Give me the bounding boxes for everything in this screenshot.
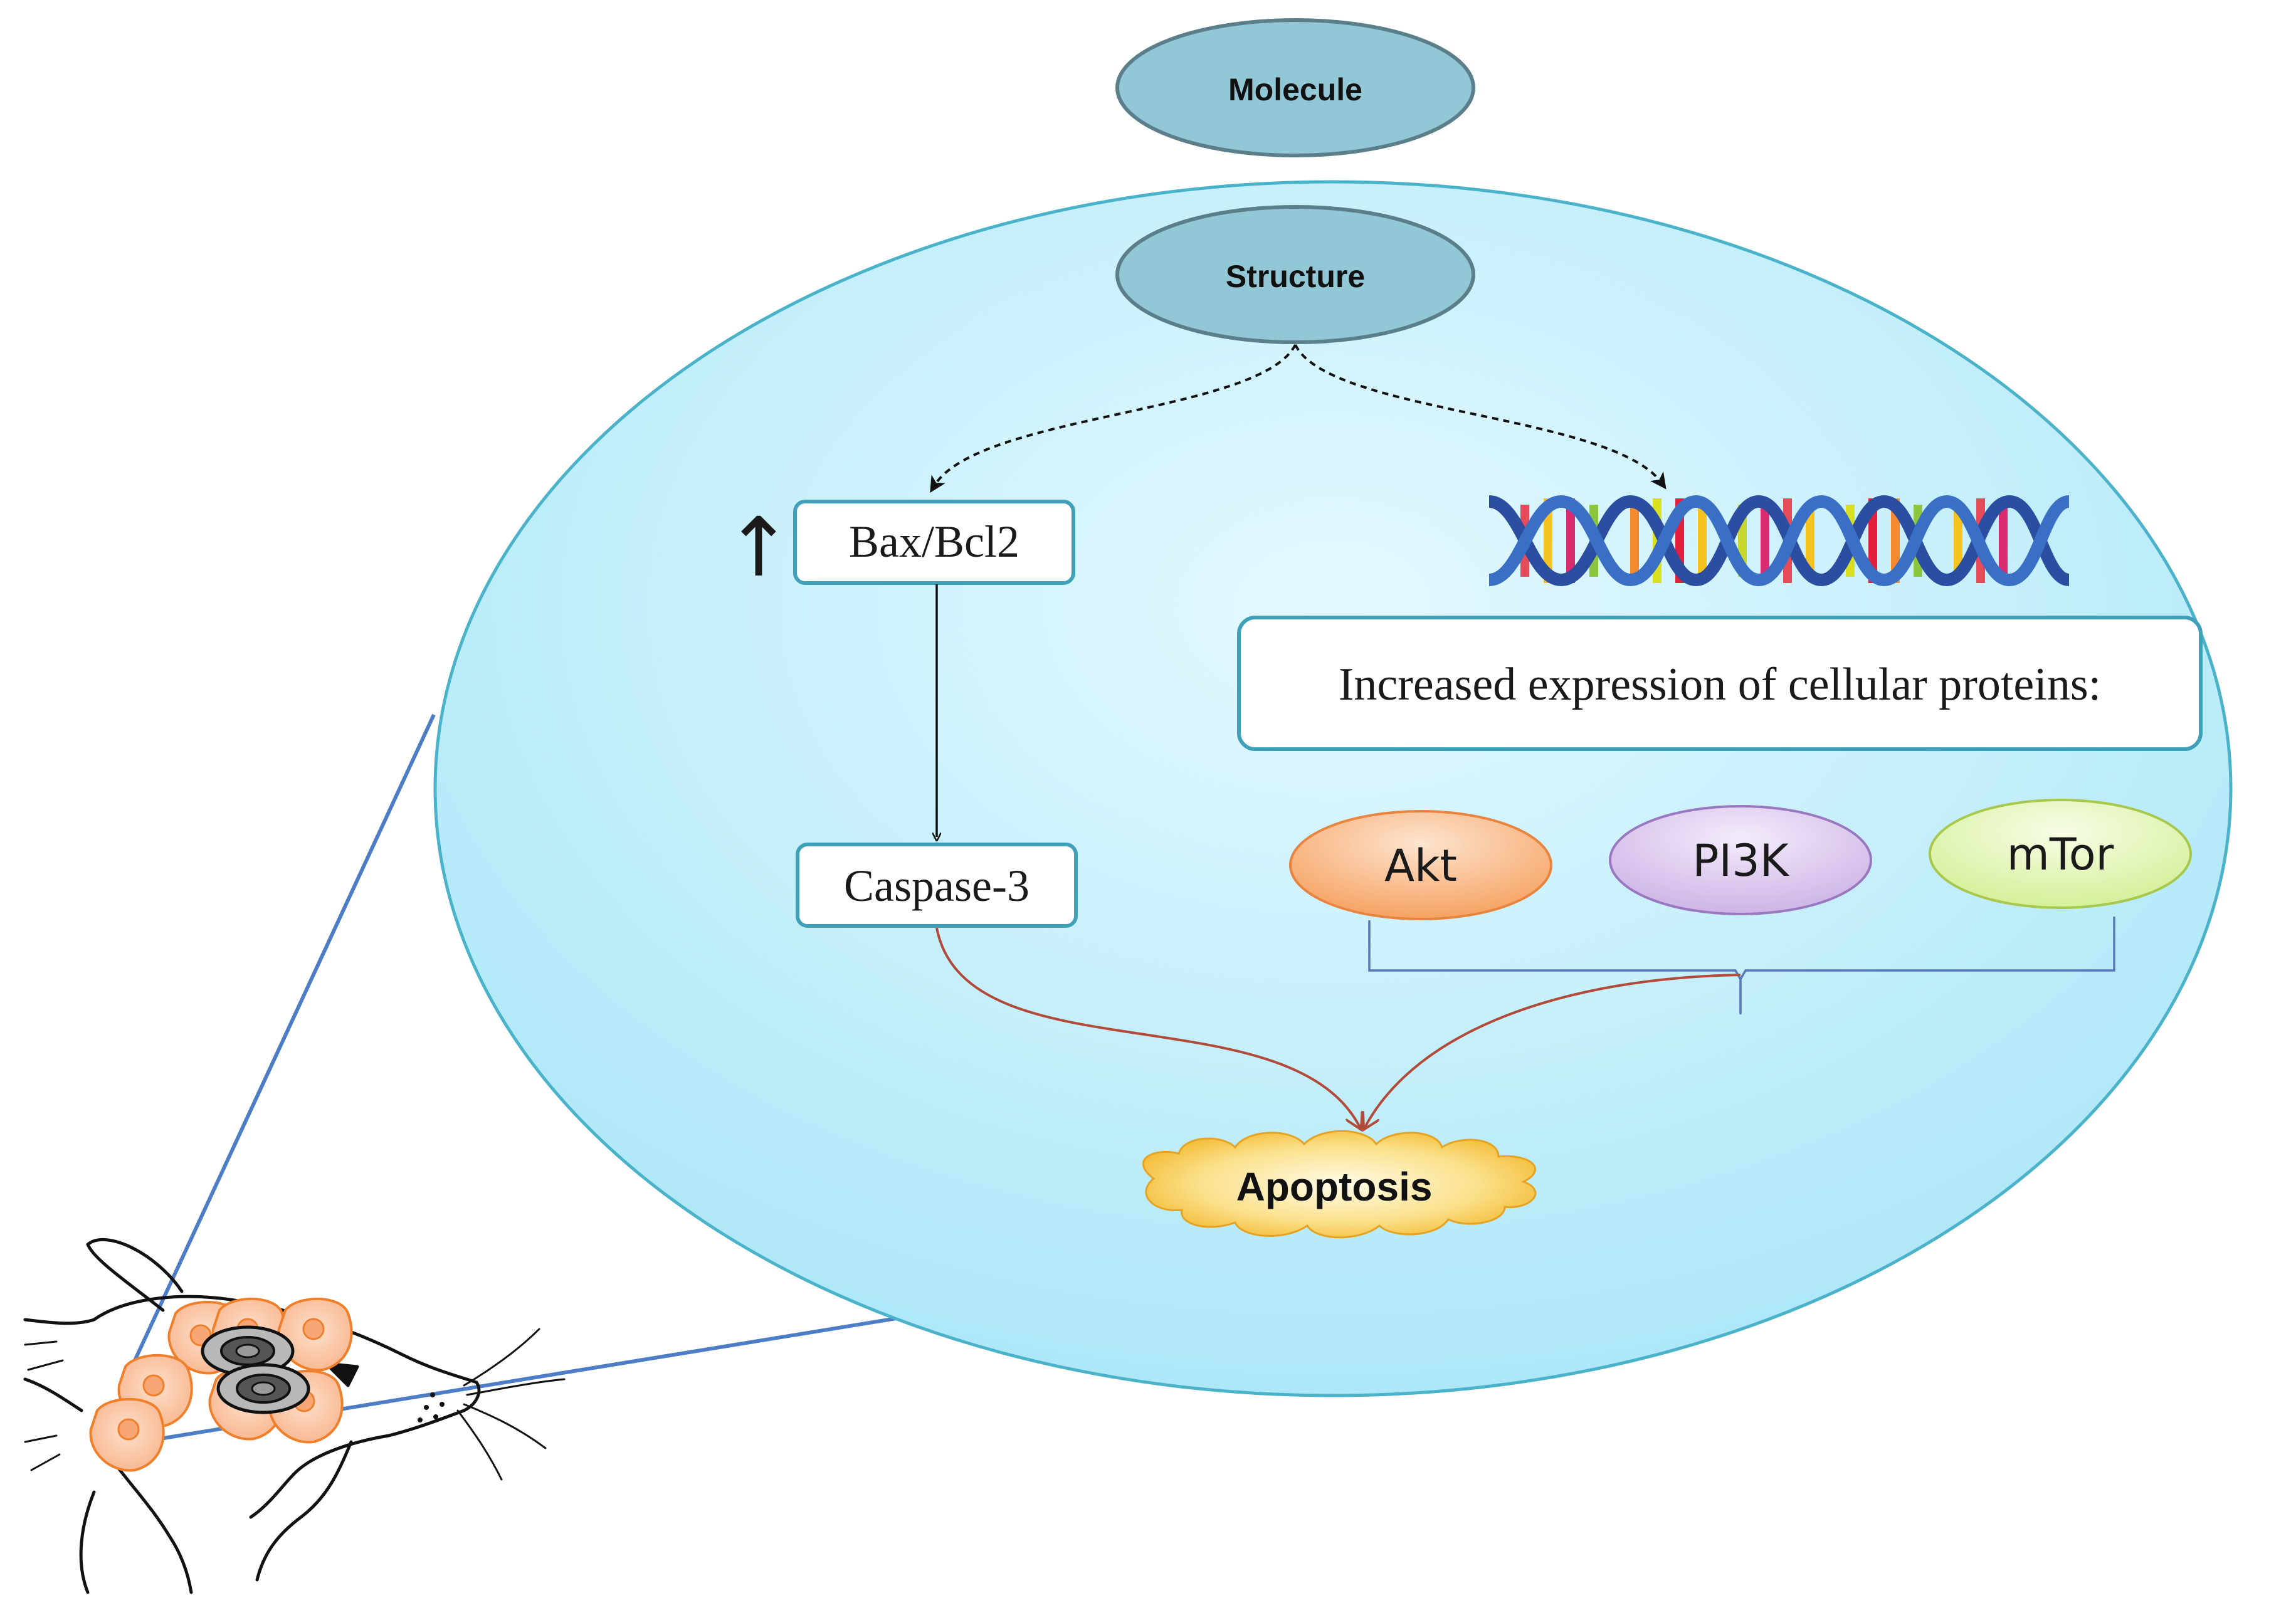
structure-node: Structure [1115,205,1475,344]
caspase3-box: Caspase-3 [796,843,1078,928]
bax-bcl2-label: Bax/Bcl2 [849,517,1019,567]
dotted-arrow-to-dna [1294,344,1667,490]
apoptosis-cloud: Apoptosis [1142,1130,1537,1239]
pi3k-label: PI3K [1692,835,1789,886]
rat-neck [102,1446,193,1594]
structure-label: Structure [1226,259,1365,294]
pi3k-node: PI3K [1609,805,1872,915]
dotted-arrow-to-bax [930,344,1297,493]
rat-whiskers [24,1328,566,1481]
cell-membrane [433,180,2233,1397]
rat-lower-jaw [255,1440,353,1582]
molecule-label: Molecule [1228,72,1362,107]
expression-box: Increased expression of cellular protein… [1237,616,2203,751]
tumor-cells-icon [89,1297,353,1472]
akt-label: Akt [1384,840,1457,891]
rat-ear [86,1238,184,1312]
dna-helix-icon [1488,495,2070,587]
mtor-node: mTor [1929,799,2192,909]
arrow-caspase-to-apoptosis [935,927,1361,1128]
protein-group-bracket [1368,917,2115,1014]
rat-body-back [23,1318,96,1594]
rat-nose-dots [418,1392,445,1422]
orange-cell [277,1297,353,1372]
molecule-node: Molecule [1115,18,1475,157]
expression-label: Increased expression of cellular protein… [1339,659,2101,710]
apoptosis-label: Apoptosis [1236,1164,1433,1209]
akt-node: Akt [1289,810,1552,920]
increase-arrow-icon: ↑ [725,500,793,595]
projection-line-upper [133,713,436,1362]
caspase3-label: Caspase-3 [844,861,1030,911]
orange-cell [89,1397,165,1472]
arrow-proteins-to-apoptosis [1364,974,1741,1128]
bax-bcl2-box: Bax/Bcl2 [793,500,1075,585]
rat-eye [324,1362,359,1387]
dark-cell [216,1363,310,1414]
dna-strand-b [1488,495,2070,587]
mtor-label: mTor [2007,829,2114,880]
